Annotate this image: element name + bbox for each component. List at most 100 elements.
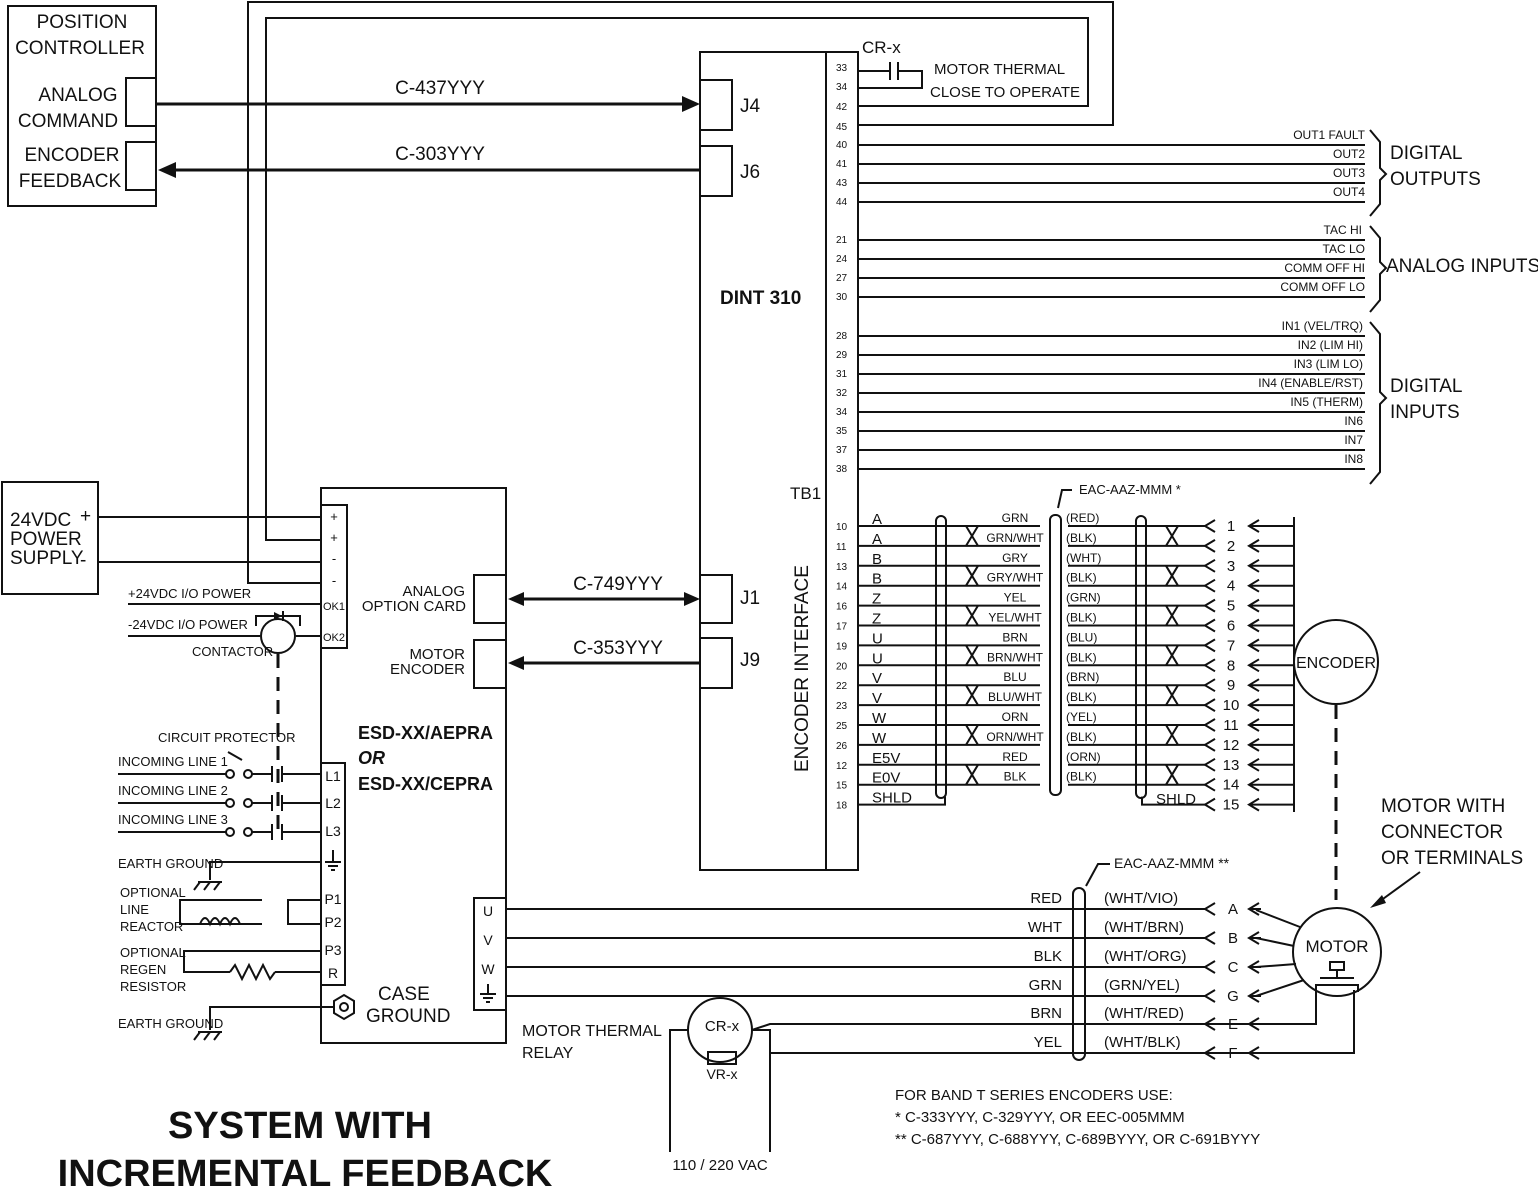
twisted-pair-icon: [965, 724, 979, 746]
motor-thermal-relay: MOTOR THERMAL RELAY CR-x VR-x 110 / 220 …: [522, 997, 1240, 1174]
thermal-relay-label-2: RELAY: [522, 1045, 574, 1062]
in3-label: IN3 (LIM LO): [1294, 357, 1363, 371]
in4-label: IN4 (ENABLE/RST): [1258, 376, 1363, 390]
encoder-signal-5: Z: [872, 611, 881, 628]
pin-43: 43: [836, 178, 848, 189]
motor: MOTOR MOTOR WITH CONNECTOR OR TERMINALS: [1240, 796, 1523, 1054]
dint-title: DINT 310: [720, 288, 801, 309]
out4-label: OUT4: [1333, 185, 1365, 199]
connector-pin-number: 1: [1227, 518, 1235, 535]
incoming-line-1-label: INCOMING LINE 1: [118, 754, 228, 769]
encoder-signal-4: Z: [872, 591, 881, 608]
motor-encoder-port-2: ENCODER: [390, 661, 465, 678]
encoder-wire-alt-color: (BLK): [1066, 571, 1097, 585]
motor-connector-pin-icon: [1203, 989, 1216, 1003]
vr-x-icon: [707, 1051, 737, 1065]
pin-24: 24: [836, 254, 848, 265]
analog-command-2: COMMAND: [18, 111, 118, 132]
pin-37: 37: [836, 445, 848, 456]
analog-inputs-title: ANALOG INPUTS: [1386, 256, 1538, 277]
twisted-pair-icon: [965, 644, 979, 666]
esd-term-ok2: OK2: [323, 632, 345, 644]
cable-c437-label: C-437YYY: [395, 78, 485, 99]
io-power-wiring: +24VDC I/O POWER -24VDC I/O POWER CONTAC…: [128, 586, 321, 838]
connector-pin-icon: [1203, 638, 1216, 653]
cable-c353-label: C-353YYY: [573, 638, 663, 659]
cr-x-relay-loop: 33 34 42 45 CR-x MOTOR THERMAL CLOSE TO …: [247, 1, 1114, 584]
incoming-line-2-label: INCOMING LINE 2: [118, 783, 228, 798]
encoder-pin-16: 16: [836, 602, 848, 613]
io-power-minus-label: -24VDC I/O POWER: [128, 617, 248, 632]
pin-33: 33: [836, 63, 848, 74]
encoder-wire-color: YEL: [1004, 591, 1027, 605]
esd-out-w: W: [481, 961, 495, 977]
circuit-protector-icon: [225, 751, 253, 837]
pin-28: 28: [836, 331, 848, 342]
motor-wire-alt-color: (WHT/BRN): [1104, 919, 1184, 936]
out2-label: OUT2: [1333, 147, 1365, 161]
digital-outputs: 40 41 43 44 OUT1 FAULT OUT2 OUT3 OUT4 DI…: [836, 128, 1481, 217]
motor-connector-pin-icon: [1203, 960, 1216, 974]
esd-term-r: R: [328, 965, 338, 981]
pin-41: 41: [836, 159, 848, 170]
connector-pin-number: 7: [1227, 637, 1235, 654]
encoder-signal-10: W: [872, 710, 887, 727]
pin-32: 32: [836, 388, 848, 399]
esd-ground-terminal-icon: [325, 850, 341, 871]
regen-resistor: OPTIONAL REGEN RESISTOR: [120, 945, 321, 994]
resistor-icon: [229, 962, 276, 982]
connector-pin-icon: [1203, 598, 1216, 613]
encoder-wire-alt-color: (BRN): [1066, 670, 1099, 684]
connector-pin-icon: [1247, 539, 1294, 553]
connector-pin-icon: [1247, 558, 1294, 573]
motor-connector-pin: G: [1227, 988, 1239, 1005]
motor-cable-name: EAC-AAZ-MMM **: [1114, 855, 1230, 871]
pin-44: 44: [836, 197, 848, 208]
twisted-pair-icon: [965, 605, 979, 627]
connector-pin-number: 11: [1223, 717, 1239, 734]
encoder-pin-26: 26: [836, 741, 848, 752]
connector-pin-icon: [1247, 658, 1294, 673]
encoder-signal-2: B: [872, 551, 882, 568]
esd-term-minus2: -: [332, 573, 336, 588]
vr-x-label: VR-x: [706, 1066, 737, 1082]
line-reactor: OPTIONAL LINE REACTOR: [120, 885, 321, 934]
shield-wire: [858, 796, 946, 806]
controller-title-1: POSITION: [37, 12, 128, 33]
connector-pin-number: 5: [1227, 598, 1235, 615]
encoder-cable-name: EAC-AAZ-MMM *: [1079, 482, 1181, 497]
pin-34b: 34: [836, 407, 848, 418]
encoder-pin-19: 19: [836, 641, 848, 652]
twisted-pair-icon: [1165, 644, 1179, 666]
encoder-wire-alt-color: (YEL): [1066, 710, 1097, 724]
connector-pin-icon: [1247, 618, 1294, 633]
encoder-pin-14: 14: [836, 582, 848, 593]
connector-pin-icon: [1247, 519, 1294, 533]
motor-connector-pin-icon: [1203, 902, 1216, 916]
pin-31: 31: [836, 369, 848, 380]
esd-model-or: OR: [358, 748, 385, 768]
connector-pin-icon: [1203, 658, 1216, 673]
pin-38: 38: [836, 464, 848, 475]
tac-hi-label: TAC HI: [1324, 223, 1362, 237]
encoder-signal-7: U: [872, 650, 883, 667]
thermal-relay-label-1: MOTOR THERMAL: [522, 1023, 662, 1040]
analog-option-card-2: OPTION CARD: [362, 598, 466, 615]
encoder-wire-alt-color: (ORN): [1066, 750, 1101, 764]
motor-connector-pin: B: [1228, 930, 1238, 947]
in8-label: IN8: [1344, 452, 1363, 466]
encoder-wire-alt-color: (BLK): [1066, 730, 1097, 744]
connector-pin-number: 8: [1227, 657, 1235, 674]
case-ground-hex-icon: [333, 993, 355, 1021]
encoder-wire-color: GRY/WHT: [987, 571, 1044, 585]
encoder-pin-22: 22: [836, 681, 848, 692]
connector-pin-icon: [1203, 578, 1216, 593]
twisted-pair-icon: [965, 764, 979, 786]
analog-option-card-1: ANALOG: [402, 583, 465, 600]
connector-pin-icon: [1247, 797, 1294, 812]
twisted-pair-icon: [1165, 764, 1179, 786]
out3-label: OUT3: [1333, 166, 1365, 180]
encoder-device: ENCODER: [1293, 619, 1379, 900]
